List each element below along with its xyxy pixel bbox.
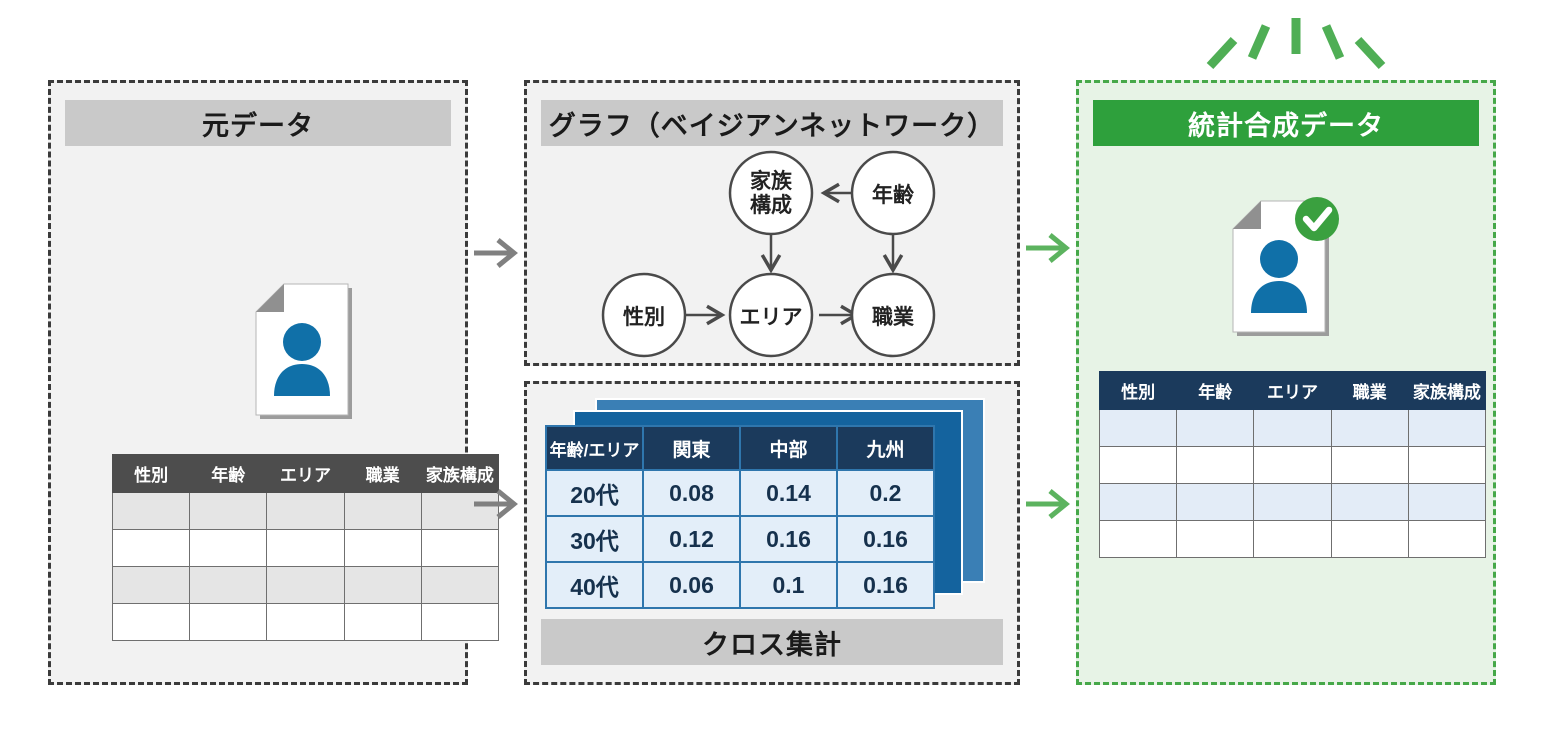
table-row (111, 603, 500, 641)
table-row (1098, 446, 1487, 484)
table-row (1098, 520, 1487, 558)
crosstab-col-kanto: 関東 (642, 425, 741, 471)
node-gender: 性別 (601, 272, 687, 358)
crosstab-table: 年齢/エリア 関東 中部 九州 20代 0.08 0.14 0.2 30代 0.… (545, 425, 935, 609)
table-row (111, 492, 500, 530)
col-header-area: エリア (1253, 371, 1332, 410)
node-label: 家族 (750, 169, 793, 193)
crosstab-cell: 0.16 (836, 561, 935, 609)
panel-graph-title: グラフ（ベイジアンネットワーク） (541, 100, 1003, 146)
table-row (1098, 483, 1487, 521)
crosstab-corner-label: 年齢/エリア (545, 425, 644, 471)
node-label: 性別 (623, 305, 665, 329)
node-label: 構成 (750, 193, 792, 217)
crosstab-row-label: 30代 (545, 515, 644, 563)
crosstab-cell: 0.16 (739, 515, 838, 563)
crosstab-cell: 0.14 (739, 469, 838, 517)
crosstab-stack: 年齢/エリア 関東 中部 九州 20代 0.08 0.14 0.2 30代 0.… (545, 398, 1005, 618)
table-header-row: 性別 年齢 エリア 職業 家族構成 (111, 454, 500, 493)
col-header-age: 年齢 (189, 454, 268, 493)
crosstab-cell: 0.08 (642, 469, 741, 517)
arrow-right-icon (474, 238, 518, 268)
node-label: 年齢 (872, 183, 915, 207)
crosstab-cell: 0.06 (642, 561, 741, 609)
table-header-row: 性別 年齢 エリア 職業 家族構成 (1098, 371, 1487, 410)
node-label: エリア (740, 306, 803, 329)
node-label: 職業 (872, 305, 915, 329)
arrow-right-icon (1026, 489, 1070, 519)
panel-source-data: 元データ 性別 年齢 エリア 職業 家族構成 (48, 80, 500, 685)
synthetic-record-table: 性別 年齢 エリア 職業 家族構成 (1098, 371, 1487, 558)
node-age: 年齢 (850, 150, 936, 236)
crosstab-header-row: 年齢/エリア 関東 中部 九州 (545, 425, 935, 471)
table-row (111, 566, 500, 604)
col-header-family: 家族構成 (1407, 371, 1487, 410)
col-header-area: エリア (266, 454, 345, 493)
col-header-age: 年齢 (1176, 371, 1255, 410)
table-row (111, 529, 500, 567)
crosstab-row-label: 40代 (545, 561, 644, 609)
panel-cross-title: クロス集計 (541, 619, 1003, 665)
crosstab-row: 20代 0.08 0.14 0.2 (545, 469, 935, 517)
document-person-icon (1232, 197, 1339, 336)
crosstab-row: 40代 0.06 0.1 0.16 (545, 561, 935, 609)
crosstab-cell: 0.12 (642, 515, 741, 563)
node-family-structure: 家族 構成 (728, 150, 814, 236)
col-header-job: 職業 (343, 454, 422, 493)
crosstab-row: 30代 0.12 0.16 0.16 (545, 515, 935, 563)
crosstab-cell: 0.2 (836, 469, 935, 517)
col-header-gender: 性別 (111, 454, 191, 493)
panel-synth-title: 統計合成データ (1093, 100, 1479, 146)
check-badge-icon (1295, 197, 1339, 241)
document-person-icon (255, 283, 352, 419)
panel-source-title: 元データ (65, 100, 451, 146)
col-header-gender: 性別 (1098, 371, 1178, 410)
node-area: エリア (728, 272, 814, 358)
arrow-right-icon (474, 489, 518, 519)
table-row (1098, 409, 1487, 447)
node-job: 職業 (850, 272, 936, 358)
bayesian-network-diagram: 家族 構成 年齢 性別 エリア 職業 (601, 150, 936, 358)
crosstab-col-chubu: 中部 (739, 425, 838, 471)
source-record-table: 性別 年齢 エリア 職業 家族構成 (111, 454, 500, 641)
crosstab-col-kyushu: 九州 (836, 425, 935, 471)
crosstab-cell: 0.1 (739, 561, 838, 609)
sparkle-icon (1206, 18, 1386, 70)
col-header-job: 職業 (1330, 371, 1409, 410)
crosstab-row-label: 20代 (545, 469, 644, 517)
crosstab-cell: 0.16 (836, 515, 935, 563)
arrow-right-icon (1026, 233, 1070, 263)
col-header-family: 家族構成 (420, 454, 500, 493)
